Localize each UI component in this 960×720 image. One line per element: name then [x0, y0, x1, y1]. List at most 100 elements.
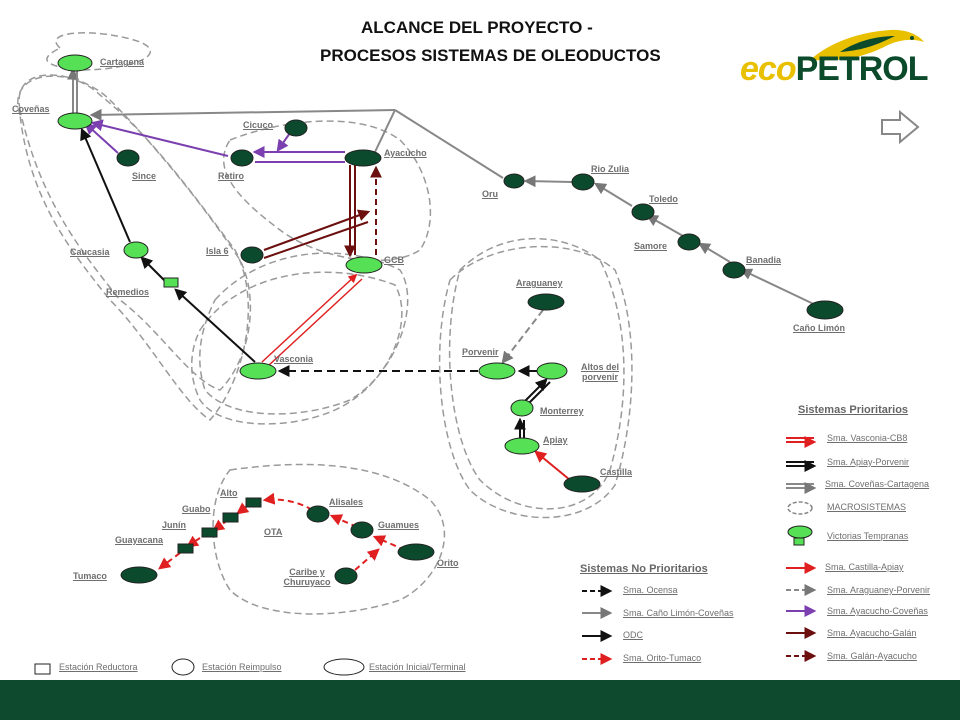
node-vasconia [239, 362, 277, 380]
legend-glyphs [34, 436, 817, 676]
node-covenas [57, 112, 93, 130]
legend-item-apiay-porvenir: Sma. Apiay-Porvenir [827, 457, 910, 467]
legend-item-araguaney: Sma. Araguaney-Porvenir [827, 585, 931, 595]
label-caribe: Caribe y Churuyaco [283, 567, 331, 587]
edge-vasconia-gcb [261, 273, 363, 367]
edge-odc [80, 127, 256, 363]
legend-prioritarios-title: Sistemas Prioritarios [798, 404, 909, 416]
label-altos-porvenir: Altos del porvenir [580, 362, 619, 382]
label-orito: Orito [437, 558, 459, 568]
legend-item-castilla-apiay: Sma. Castilla-Apiay [825, 562, 904, 572]
node-isla6 [240, 246, 264, 264]
station-nodes [57, 54, 844, 585]
logo-suffix: PETROL [795, 50, 929, 88]
label-araguaney: Araguaney [516, 278, 563, 288]
label-samore: Samore [634, 241, 668, 251]
label-cicuco: Cicuco [243, 120, 274, 130]
legend-inicial: Estación Inicial/Terminal [369, 662, 466, 672]
node-castilla [563, 475, 601, 493]
legend-item-covenas-cartagena: Sma. Coveñas-Cartagena [825, 479, 930, 489]
label-guamues: Guamues [378, 520, 420, 530]
node-araguaney [527, 293, 565, 311]
edge-castilla-apiay [534, 450, 571, 481]
legend-item-macrosistemas: MACROSISTEMAS [827, 502, 907, 512]
label-alisales: Alisales [329, 497, 364, 507]
node-ayacucho [344, 149, 382, 167]
node-banadia [722, 261, 746, 279]
label-cartagena: Cartagena [100, 57, 145, 67]
node-gcb [345, 256, 383, 274]
label-rio-zulia: Rio Zulia [591, 164, 629, 174]
legend-item-galan-ayacucho: Sma. Galán-Ayacucho [827, 651, 917, 661]
label-covenas: Coveñas [12, 104, 50, 114]
node-rio-zulia [571, 173, 595, 191]
node-guamues [350, 521, 374, 539]
label-monterrey: Monterrey [540, 406, 584, 416]
node-samore [677, 233, 701, 251]
label-toledo: Toledo [649, 194, 678, 204]
legend-reductora: Estación Reductora [59, 662, 138, 672]
edge-araguaney-porvenir [501, 309, 544, 364]
node-since [116, 149, 140, 167]
node-monterrey [510, 399, 534, 417]
node-tumaco [120, 566, 158, 584]
label-retiro: Retiro [218, 171, 245, 181]
edge-ayacucho-covenas [84, 119, 345, 163]
edge-cano-limon-covenas [89, 108, 823, 309]
label-vasconia: Vasconia [274, 354, 314, 364]
node-cano-limon [806, 300, 844, 320]
node-orito [397, 543, 435, 561]
title-line-2: PROCESOS SISTEMAS DE OLEODUCTOS [320, 46, 661, 65]
legend-item-vasconia: Sma. Vasconia-CB8 [827, 433, 908, 443]
node-alto [245, 497, 262, 508]
label-banadia: Banadia [746, 255, 782, 265]
edge-covenas-cartagena [67, 67, 79, 116]
next-arrow-icon[interactable] [880, 110, 920, 144]
legend-item-ocensa: Sma. Ocensa [623, 585, 678, 595]
label-remedios: Remedios [106, 287, 150, 297]
label-oru: Oru [482, 189, 499, 199]
label-apiay: Apiay [543, 435, 568, 445]
node-junin [201, 527, 218, 538]
label-ota: OTA [264, 527, 283, 537]
node-alisales [306, 505, 330, 523]
label-castilla: Castilla [600, 467, 633, 477]
node-guabo [222, 512, 239, 523]
macrosystem-clouds [17, 32, 633, 615]
label-guayacana: Guayacana [115, 535, 164, 545]
iguana-logo-icon [810, 29, 924, 61]
legend-no-prioritarios-title: Sistemas No Prioritarios [580, 563, 708, 575]
title-line-1: ALCANCE DEL PROYECTO - [361, 18, 593, 37]
label-ayacucho: Ayacucho [384, 148, 427, 158]
node-altos-porvenir [536, 362, 568, 380]
label-porvenir: Porvenir [462, 347, 499, 357]
label-alto: Alto [220, 488, 238, 498]
node-guayacana [177, 543, 194, 554]
node-caribe [334, 567, 358, 585]
legend-item-cano-limon: Sma. Caño Limón-Coveñas [623, 608, 734, 618]
legend-item-odc: ODC [623, 630, 643, 640]
node-cicuco [284, 119, 308, 137]
footer-bar [0, 680, 960, 720]
node-retiro [230, 149, 254, 167]
label-since: Since [132, 171, 157, 181]
label-cano-limon: Caño Limón [793, 323, 845, 333]
legend-reimpulso: Estación Reimpulso [202, 662, 282, 672]
node-oru [503, 173, 525, 189]
label-junin: Junín [162, 520, 186, 530]
logo-prefix: eco [740, 50, 797, 88]
legend-item-ayacucho-galan: Sma. Ayacucho-Galán [827, 628, 917, 638]
node-remedios [163, 277, 179, 288]
legend-item-orito-tumaco: Sma. Orito-Tumaco [623, 653, 702, 663]
label-gcb: GCB [384, 255, 404, 265]
node-toledo [631, 203, 655, 221]
node-apiay [504, 437, 540, 455]
edge-apiay-porvenir [514, 365, 551, 438]
node-caucasia [123, 241, 149, 259]
label-guabo: Guabo [182, 504, 211, 514]
node-porvenir [478, 362, 516, 380]
node-cartagena [57, 54, 93, 72]
edge-ayacucho-galan [263, 165, 382, 259]
